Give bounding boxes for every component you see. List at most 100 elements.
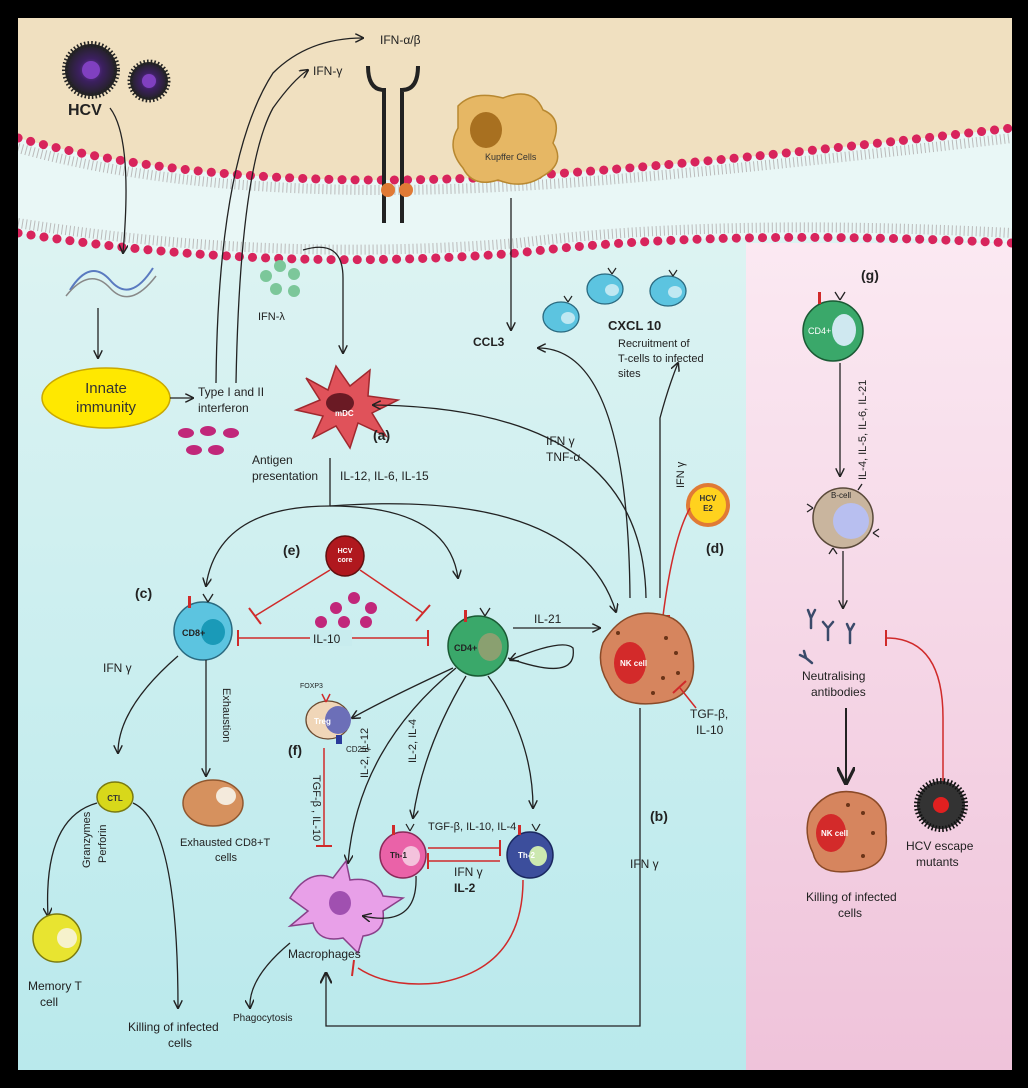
phagocytosis-label: Phagocytosis (233, 1013, 292, 1024)
neutralising-label-1: Neutralising (802, 669, 865, 683)
ctl-cell (96, 781, 134, 813)
tgf-il10-il4-label: TGF-β, IL-10, IL-4 (428, 821, 516, 833)
cd4-t-cell (447, 607, 509, 677)
mdc-dendritic-cell (293, 364, 401, 450)
hcv-e2-icon (686, 483, 730, 527)
innate-label-2: immunity (76, 399, 137, 416)
panel-b-label: (b) (650, 808, 668, 824)
hcv-e2-label-1: HCV (700, 494, 718, 503)
nk-label: NK cell (620, 659, 647, 668)
memory-label-1: Memory T (28, 979, 82, 993)
panel-a-label: (a) (373, 427, 390, 443)
neutralising-label-2: antibodies (811, 685, 866, 699)
ccl3-label: CCL3 (473, 335, 505, 349)
foxp3-label: FOXP3 (300, 683, 323, 690)
panel-g-label: (g) (861, 267, 879, 283)
granzymes-label: Granzymes (81, 811, 93, 868)
recruited-t-cells (542, 267, 687, 333)
il10-label: IL-10 (313, 632, 341, 646)
b-cell-label: B-cell (831, 491, 851, 500)
exhausted-label-1: Exhausted CD8+T (180, 837, 270, 849)
ifng-tnf-label-2: TNF-α (546, 450, 580, 464)
th2-label: Th-2 (518, 851, 535, 860)
ifn-lambda-label: IFN-λ (258, 311, 285, 323)
ifng-b-label: IFN γ (630, 857, 659, 871)
macrophage-cell (287, 859, 406, 955)
exhausted-cd8-cell (182, 779, 244, 827)
ifng-th-label: IFN γ (454, 865, 483, 879)
escape-label-2: mutants (916, 855, 959, 869)
il4-series-label: IL-4, IL-5, IL-6, IL-21 (857, 380, 869, 480)
macrophages-label: Macrophages (288, 947, 361, 961)
exhaustion-label: Exhaustion (220, 688, 232, 742)
recruitment-label-3: sites (618, 368, 641, 380)
nk-cell (599, 612, 695, 705)
antigen-label-2: presentation (252, 469, 318, 483)
ctl-label: CTL (107, 794, 123, 803)
tgf-il10-label-1: TGF-β, (690, 707, 728, 721)
b-cell (806, 483, 880, 555)
innate-immunity-node (41, 367, 171, 429)
th1-cell (379, 823, 427, 879)
interferon-dots (178, 426, 239, 455)
right-panel-background (746, 243, 1012, 1070)
mdc-label: mDC (335, 409, 354, 418)
ifn-alpha-beta-label: IFN-α/β (380, 33, 421, 47)
panel-c-label: (c) (135, 585, 152, 601)
type-interferon-label-1: Type I and II (198, 385, 264, 399)
cd25-label: CD25+ (346, 745, 371, 754)
kupffer-cell (452, 93, 559, 185)
antigen-label-1: Antigen (252, 453, 293, 467)
hcv-core-icon (325, 535, 365, 577)
figure-frame: HCV Innate immunity Type I and II interf… (18, 18, 1012, 1070)
killing-right-label-1: Killing of infected (806, 890, 897, 904)
treg-cell (305, 693, 351, 744)
panel-f-label: (f) (288, 742, 302, 758)
ifn-gamma-top-label: IFN-γ (313, 64, 342, 78)
escape-label-1: HCV escape (906, 839, 974, 853)
viral-rna-icon (65, 267, 157, 298)
panel-e-label: (e) (283, 542, 300, 558)
immune-response-diagram: HCV Innate immunity Type I and II interf… (18, 18, 1012, 1070)
antibody-icons (798, 608, 856, 665)
cell-membrane (18, 123, 1012, 265)
il12-il6-il15-label: IL-12, IL-6, IL-15 (340, 469, 429, 483)
cd4-label: CD4+ (454, 643, 477, 653)
perforin-label: Perforin (97, 824, 109, 863)
killing-left-label-1: Killing of infected (128, 1020, 219, 1034)
il21-label: IL-21 (534, 612, 562, 626)
ifng-vertical-label: IFN γ (675, 461, 687, 488)
ifn-lambda-dots (260, 260, 300, 297)
th2-cell (506, 823, 554, 879)
nk-g-label: NK cell (821, 829, 848, 838)
exhausted-label-2: cells (215, 852, 238, 864)
memory-label-2: cell (40, 995, 58, 1009)
killing-left-label-2: cells (168, 1036, 192, 1050)
il10-dots (315, 592, 377, 628)
il2-il4-label: IL-2, IL-4 (407, 719, 419, 763)
cd4-g-label: CD4+ (808, 326, 831, 336)
nk-cell-g (806, 790, 888, 873)
hcv-label: HCV (68, 102, 102, 119)
treg-label: Treg (314, 717, 331, 726)
hcv-core-label-1: HCV (338, 548, 353, 555)
type-interferon-label-2: interferon (198, 401, 249, 415)
ifng-tnf-label-1: IFN γ (546, 434, 575, 448)
hcv-escape-mutant-icon (914, 778, 968, 832)
ifng-left-label: IFN γ (103, 661, 132, 675)
cd8-label: CD8+ (182, 628, 205, 638)
cd8-t-cell (173, 593, 233, 661)
tgf-il10-label-2: IL-10 (696, 723, 724, 737)
recruitment-label-2: T-cells to infected (618, 353, 704, 365)
killing-right-label-2: cells (838, 906, 862, 920)
memory-t-cell (32, 913, 82, 963)
panel-d-label: (d) (706, 540, 724, 556)
kupffer-label: Kupffer Cells (485, 152, 537, 162)
recruitment-label-1: Recruitment of (618, 338, 690, 350)
innate-label-1: Innate (85, 380, 127, 397)
il2-il12-label: IL-2, IL-12 (359, 728, 371, 778)
th1-label: Th-1 (390, 851, 407, 860)
tgf-il10-vertical-label: TGF-β , IL-10 (310, 775, 322, 841)
il2-th-label: IL-2 (454, 881, 476, 895)
hcv-e2-label-2: E2 (703, 504, 713, 513)
